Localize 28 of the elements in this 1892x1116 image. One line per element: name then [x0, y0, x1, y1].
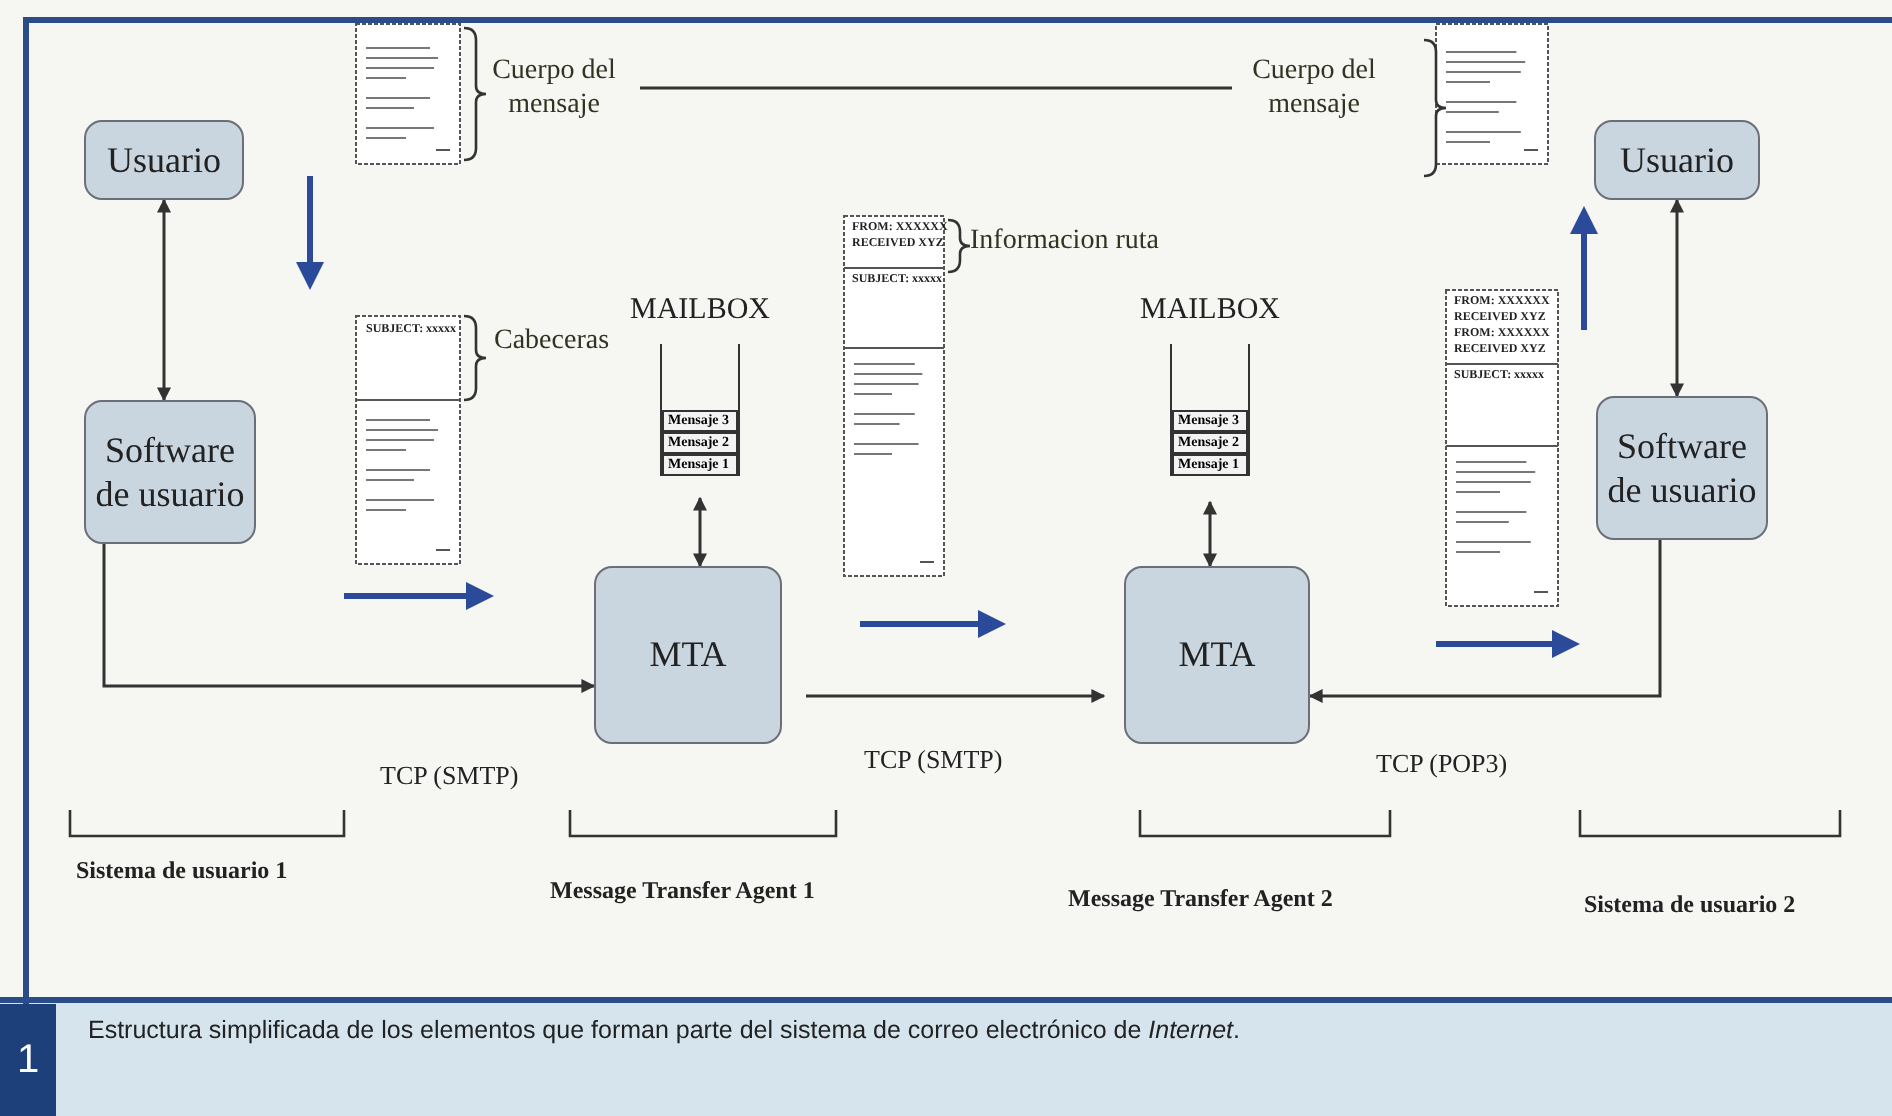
brace-label: Cabeceras	[494, 326, 610, 358]
figure-number: 1	[0, 1004, 56, 1116]
section-label: Sistema de usuario 1	[76, 856, 288, 886]
brace-label: Informacion ruta	[970, 226, 1159, 258]
process-box: MTA	[1124, 566, 1310, 744]
connector-arrow	[1308, 540, 1662, 703]
connector-arrow	[1203, 500, 1217, 568]
process-box: MTA	[594, 566, 782, 744]
figure-caption: Estructura simplificada de los elementos que forman parte del sistema de correo electrónico de Internet.	[88, 1016, 1241, 1044]
connector-arrow	[806, 689, 1106, 703]
section-label: Message Transfer Agent 2	[1068, 884, 1333, 914]
mailbox-heading: MAILBOX	[630, 294, 770, 328]
connector-arrow	[102, 544, 596, 693]
process-box: Usuario	[84, 120, 244, 200]
section-label: Message Transfer Agent 1	[550, 876, 815, 906]
text-label: Cuerpo del mensaje	[1252, 56, 1376, 124]
process-box: Software de usuario	[1596, 396, 1768, 540]
mailbox-heading: MAILBOX	[1140, 294, 1280, 328]
connector-arrow	[1670, 198, 1684, 398]
connector-arrow	[157, 198, 171, 402]
edge-label: TCP (SMTP)	[376, 760, 523, 792]
edge-label: TCP (SMTP)	[860, 744, 1007, 776]
process-box: Usuario	[1594, 120, 1760, 200]
text-label: Cuerpo del mensaje	[492, 56, 616, 124]
process-box: Software de usuario	[84, 400, 256, 544]
edge-label: TCP (POP3)	[1372, 748, 1512, 780]
connector-arrow	[693, 496, 707, 568]
section-label: Sistema de usuario 2	[1584, 890, 1796, 920]
